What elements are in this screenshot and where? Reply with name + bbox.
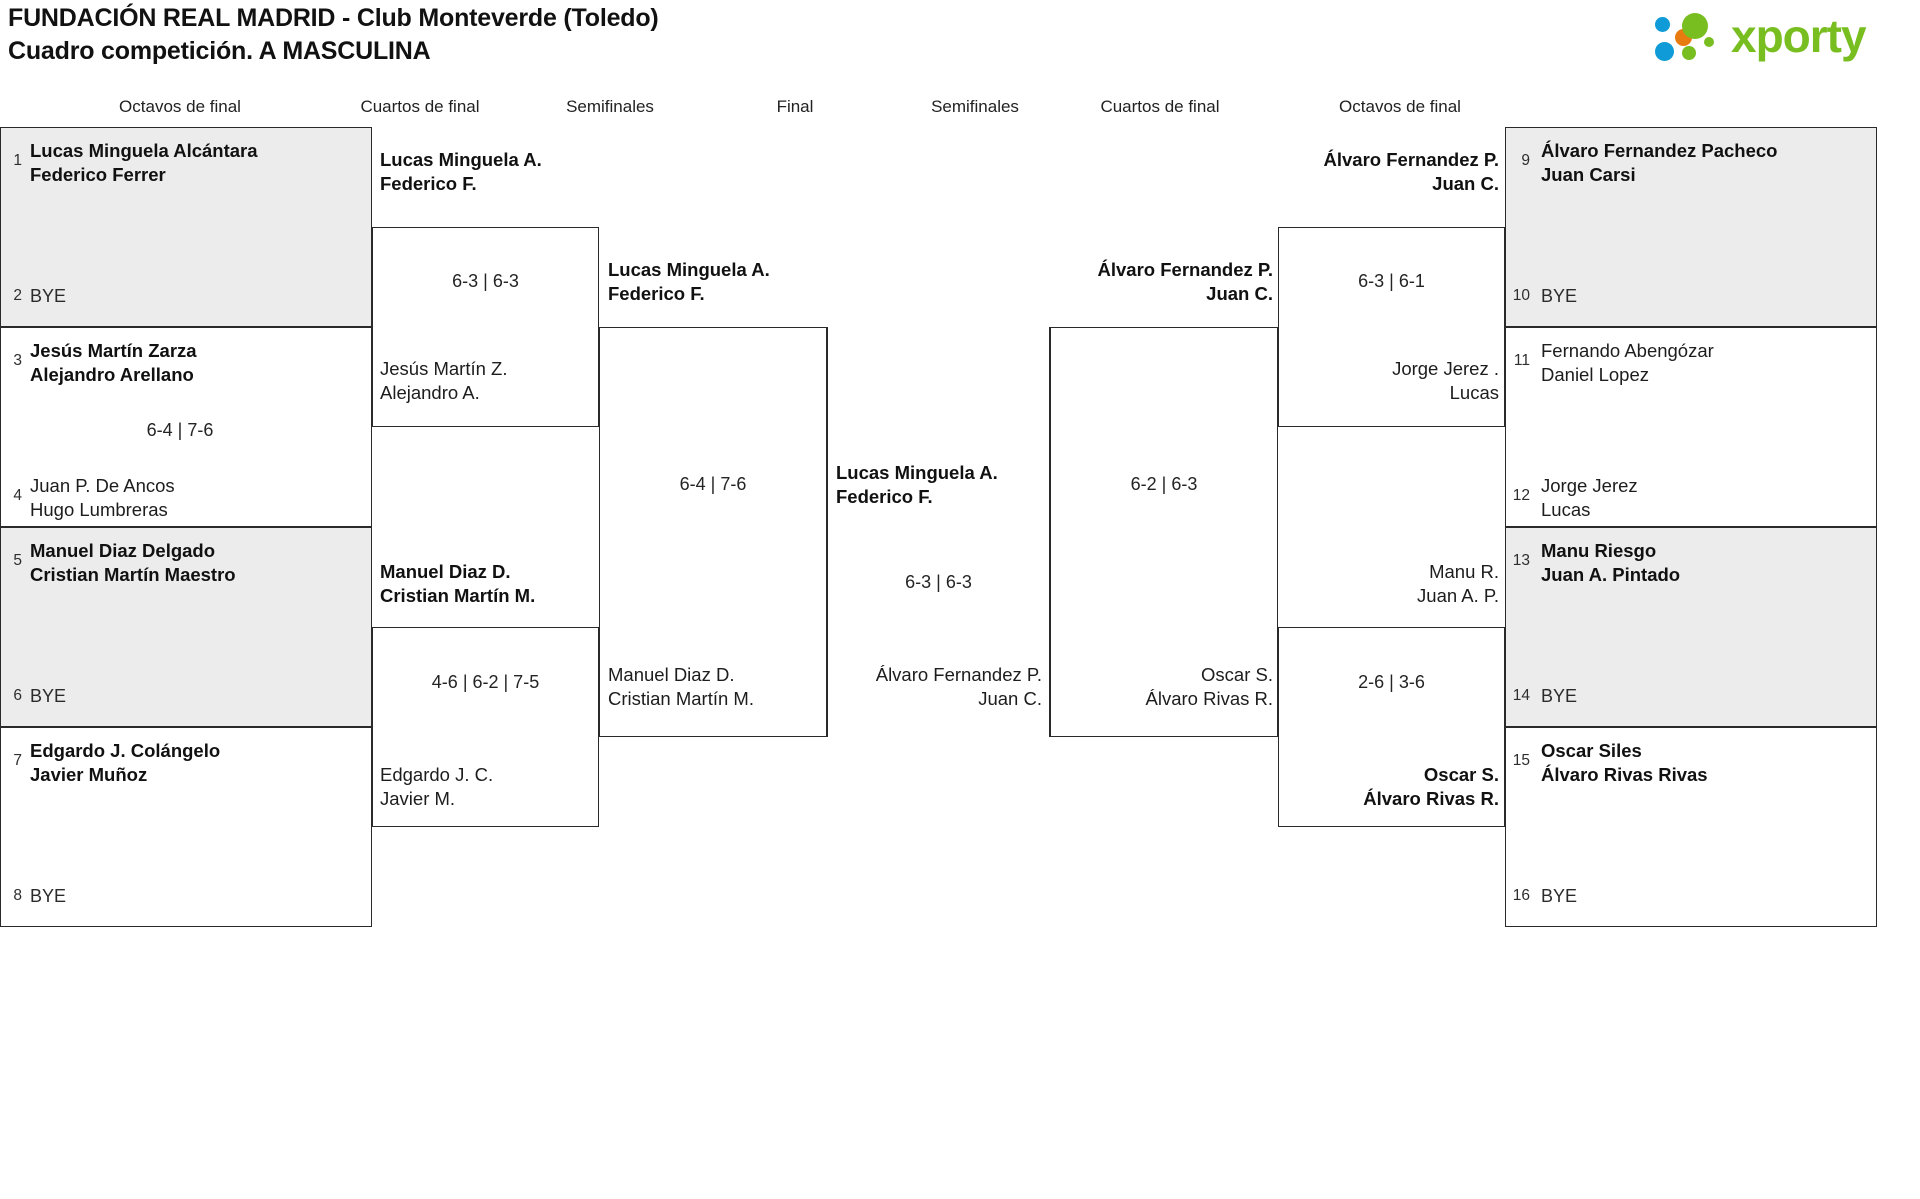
seed-number: 13 [1512,552,1530,569]
seed-number: 11 [1513,352,1530,369]
match-box-left-1[interactable] [0,127,372,327]
seed-number: 7 [13,752,22,769]
match-box-left-2[interactable] [0,327,372,527]
seed-number: 10 [1512,287,1530,304]
title-line-2: Cuadro competición. A MASCULINA [8,37,431,65]
seed-number: 6 [13,687,22,704]
match-score: 6-4 | 7-6 [146,420,214,440]
player-entry: Oscar S. Álvaro Rivas R. [1363,764,1499,809]
match-box-right-4[interactable] [1505,727,1877,927]
player-entry: Manuel Diaz D. Cristian Martín M. [380,561,536,606]
player-entry: Álvaro Fernandez P. Juan C. [1097,259,1273,304]
player-entry: Manuel Diaz Delgado Cristian Martín Maes… [30,540,236,585]
round-heading-final: Final [776,97,814,116]
match-box-left-qf-2[interactable] [372,627,599,827]
match-box-right-2[interactable] [1505,327,1877,527]
match-score: 6-4 | 7-6 [679,474,747,494]
player-entry: Lucas Minguela A. Federico F. [608,259,770,304]
player-entry: Álvaro Fernandez P. Juan C. [1323,149,1499,194]
player-entry: Lucas Minguela Alcántara Federico Ferrer [30,140,258,185]
seed-number: 14 [1512,687,1530,704]
match-box-right-1[interactable] [1505,127,1877,327]
bye-label: BYE [30,886,67,906]
bye-label: BYE [1541,286,1578,306]
player-entry: Oscar Siles Álvaro Rivas Rivas [1541,740,1708,785]
round-heading-right-r16: Octavos de final [1339,97,1461,116]
match-score: 6-3 | 6-3 [905,572,972,592]
match-score: 6-3 | 6-3 [452,271,519,291]
player-entry: Lucas Minguela A. Federico F. [380,149,542,194]
match-box-right-3[interactable] [1505,527,1877,727]
match-box-left-4[interactable] [0,727,372,927]
round-heading-left-sf: Semifinales [566,97,654,116]
seed-number: 15 [1512,752,1530,769]
bye-label: BYE [30,686,67,706]
title-line-1: FUNDACIÓN REAL MADRID - Club Monteverde … [8,4,659,32]
round-heading-right-qf: Cuartos de final [1100,97,1220,116]
logo-wordmark: xporty [1731,10,1867,62]
seed-number: 4 [13,487,22,504]
match-score: 2-6 | 3-6 [1358,672,1425,692]
page-title: FUNDACIÓN REAL MADRID - Club Monteverde … [8,2,1208,68]
player-entry: Manu Riesgo Juan A. Pintado [1541,540,1681,585]
player-entry: Jorge Jerez . Lucas [1392,358,1499,403]
seed-number: 3 [13,352,22,369]
seed-number: 8 [13,887,22,904]
bye-label: BYE [1541,886,1578,906]
match-box-left-qf-1[interactable] [372,227,599,427]
match-box-right-qf-2[interactable] [1278,627,1505,827]
bye-label: BYE [30,286,67,306]
player-entry: Fernando Abengózar Daniel Lopez [1541,340,1714,385]
player-entry: Lucas Minguela A. Federico F. [836,462,998,507]
player-entry: Jesús Martín Zarza Alejandro Arellano [30,340,197,385]
seed-number: 1 [13,152,22,169]
round-heading-left-qf: Cuartos de final [360,97,480,116]
player-entry: Manuel Diaz D. Cristian Martín M. [608,664,754,709]
player-entry: Álvaro Fernandez P. Juan C. [875,664,1042,709]
player-entry: Jesús Martín Z. Alejandro A. [380,358,508,403]
xporty-logo: xporty [1655,7,1905,65]
match-box-left-sf[interactable] [599,327,827,737]
match-score: 6-3 | 6-1 [1358,271,1425,291]
player-entry: Jorge Jerez Lucas [1541,475,1638,520]
player-entry: Edgardo J. C. Javier M. [380,764,494,809]
player-entry: Manu R. Juan A. P. [1417,561,1499,606]
player-entry: Oscar S. Álvaro Rivas R. [1145,664,1273,709]
match-box-final[interactable] [827,327,1050,737]
round-heading-left-r16: Octavos de final [119,97,241,116]
player-entry: Edgardo J. Colángelo Javier Muñoz [30,740,221,785]
player-entry: Álvaro Fernandez Pacheco Juan Carsi [1541,140,1778,185]
match-score: 4-6 | 6-2 | 7-5 [431,672,540,692]
seed-number: 9 [1521,152,1530,169]
seed-number: 16 [1512,887,1530,904]
player-entry: Juan P. De Ancos Hugo Lumbreras [30,475,175,520]
match-box-left-3[interactable] [0,527,372,727]
seed-number: 2 [13,287,22,304]
match-score: 6-2 | 6-3 [1130,474,1198,494]
match-box-right-qf-1[interactable] [1278,227,1505,427]
match-box-right-sf[interactable] [1050,327,1278,737]
round-heading-right-sf: Semifinales [931,97,1019,116]
seed-number: 5 [13,552,22,569]
seed-number: 12 [1512,487,1530,504]
bye-label: BYE [1541,686,1578,706]
logo-dots-icon [1655,13,1731,61]
